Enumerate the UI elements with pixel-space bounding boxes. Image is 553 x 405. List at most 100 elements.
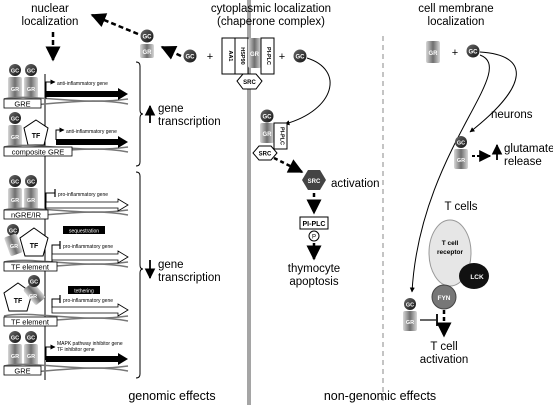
tf-element [3, 261, 58, 272]
gr-receptor [454, 149, 468, 169]
gr-membrane-label: GR [429, 51, 439, 57]
gc-gr-complex-cytoplasm: GC GR [140, 29, 154, 58]
pi-plc-label: PI-PLC [279, 127, 285, 145]
composite-gre-element [3, 146, 73, 157]
gene-arrow-low [51, 250, 129, 264]
gc-label: GC [457, 141, 465, 147]
row-mapk-inhibitor: GC GC GR GR GRE MAPK pathway inhibitor g… [3, 331, 129, 376]
gr-label: GR [27, 87, 35, 93]
dna-strand [3, 96, 129, 102]
gc-molecule [9, 112, 21, 124]
src-hexagon [252, 145, 278, 161]
gc-molecule-free [183, 49, 197, 63]
pi-plc-box [260, 37, 275, 75]
tethering-label: tethering [74, 288, 94, 294]
gene-arrow-low [45, 198, 129, 212]
row-tethering: TF GR GC tethering TF element pro-inflam… [3, 275, 129, 327]
gr-label: GR [10, 244, 18, 250]
ngre-element [3, 209, 49, 220]
gc-free-label: GC [186, 55, 196, 61]
gc-molecule [25, 175, 37, 187]
lck-kinase [459, 263, 489, 289]
cytoplasmic-header-line2: (chaperone complex) [217, 16, 325, 28]
row-ngre: GC GC GR GR nGRE/IR pro-inflammatory gen… [3, 175, 129, 220]
dna-strand [3, 363, 129, 369]
gc-label: GC [11, 117, 19, 123]
row-gre-transactivation: GC GC GR GR GRE anti-inflammatory gene [3, 64, 129, 109]
gre-element [3, 365, 42, 376]
gr-complex-label: GR [250, 52, 260, 58]
mapk-gene-label: MAPK pathway inhibitor gene [57, 341, 123, 347]
src-hexagon [236, 73, 263, 90]
t-activation-line2: activation [420, 354, 469, 366]
sequestration-tag [63, 226, 105, 234]
dna-strand [3, 313, 129, 319]
gc-label: GC [27, 180, 35, 186]
plus-sign-3: + [452, 47, 458, 59]
gc-label-2: GC [296, 55, 306, 61]
phosphate-circle [308, 230, 320, 242]
gr-receptor [24, 77, 38, 99]
neurons-label: neurons [491, 109, 533, 121]
tethering-tag [68, 286, 100, 294]
gc-molecule [455, 136, 467, 148]
gr-membrane [426, 41, 440, 63]
gr-label: GR [11, 87, 19, 93]
gr-label: GR [11, 135, 19, 141]
bracket-upregulation [135, 61, 144, 167]
gene-arrow-high [46, 88, 128, 100]
hsp90-label: HSP90 [239, 47, 245, 64]
gr-receptor [24, 188, 38, 210]
gr-receptor [24, 344, 38, 366]
gr-receptor [8, 188, 22, 210]
transcription-down-line2: transcription [158, 272, 221, 284]
dna-strand [3, 207, 129, 213]
tcr-label-line1: T cell [442, 240, 459, 247]
pi-plc-label: PI-PLC [265, 47, 271, 65]
tf-label: TF [30, 243, 39, 250]
gc-molecule [7, 224, 19, 236]
gr-label: GR [11, 198, 19, 204]
lck-label: LCK [470, 274, 484, 281]
t-cells-label: T cells [444, 201, 477, 213]
gc-molecule [28, 275, 40, 287]
composite-gre-label: composite GRE [12, 148, 65, 157]
gr-receptor [4, 233, 23, 256]
gc-label: GC [11, 180, 19, 186]
t-cell-receptor [428, 219, 472, 287]
transcription-up-line1: gene [158, 103, 184, 115]
transcription-up-line2: transcription [158, 116, 221, 128]
arrow-to-t-cells [409, 54, 490, 293]
pro-inflammatory-gene-label: pro-inflammatory gene [63, 244, 113, 250]
aa1-label: AA1 [227, 50, 233, 61]
arrow-complex-to-gcgr [160, 45, 182, 60]
gr-label: GR [11, 354, 19, 360]
gc-molecule [260, 109, 274, 123]
fyn-label: FYN [438, 295, 451, 302]
gr-receptor [140, 44, 154, 58]
pi-plc-active-label: PI-PLC [303, 221, 326, 228]
tf-pentagon [23, 119, 49, 146]
gr-receptor [8, 77, 22, 99]
anti-inflammatory-gene-label: anti-inflammatory gene [66, 129, 117, 135]
gc-membrane-label: GC [469, 50, 479, 56]
gc-label: GC [9, 229, 17, 235]
tf-element-label: TF element [11, 318, 50, 327]
pi-plc-active-box [299, 216, 329, 230]
anti-inflammatory-gene-label: anti-inflammatory gene [57, 81, 108, 87]
gr-label: GR [143, 50, 153, 56]
membrane-header-line1: cell membrane [418, 3, 493, 15]
gc-label: GC [27, 69, 35, 75]
cytoplasmic-header-line1: cytoplasmic localization [211, 3, 331, 15]
gene-arrow-high [56, 136, 128, 148]
t-activation-line1: T cell [430, 341, 457, 353]
tf-pentagon [19, 227, 49, 257]
plus-sign-2: + [279, 51, 285, 63]
apoptosis-label: apoptosis [289, 276, 338, 288]
chaperone-complex: AA1 HSP90 GR PI-PLC SRC [221, 37, 275, 90]
gc-molecule [9, 175, 21, 187]
transcription-down-line1: gene [158, 259, 184, 271]
gr-in-complex [248, 38, 261, 68]
nongenomic-effects-footer: non-genomic effects [324, 389, 436, 403]
